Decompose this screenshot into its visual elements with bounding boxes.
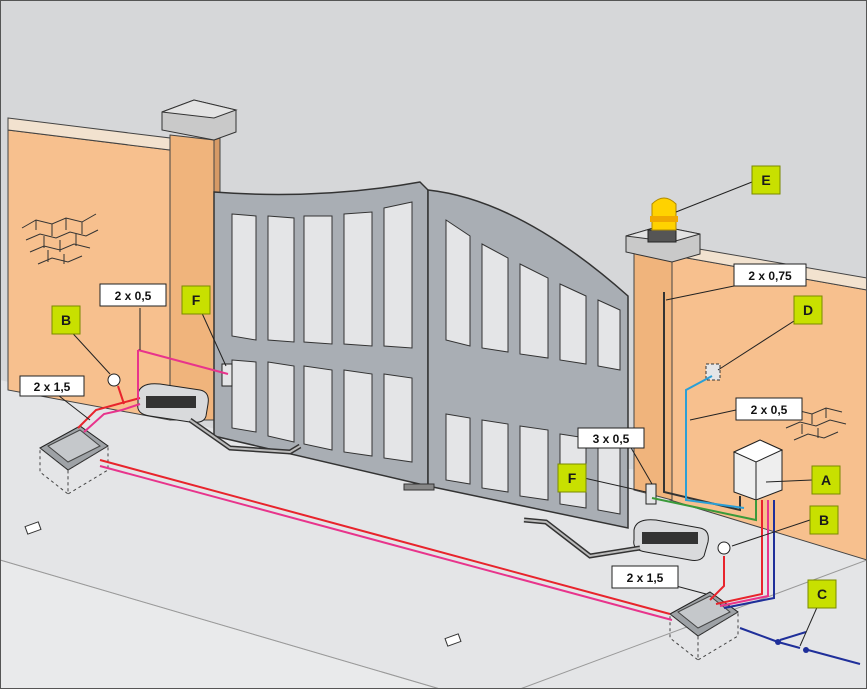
label-f-right: F — [557, 463, 587, 493]
label-b-left: B — [51, 305, 81, 335]
motor-left — [137, 383, 302, 455]
road-edge — [0, 559, 441, 689]
cable-label-right-top: 2 x 0,75 — [733, 263, 807, 287]
left-pillar-front — [169, 134, 215, 421]
brick-pattern-left — [21, 213, 99, 265]
flashing-lamp — [647, 197, 678, 243]
label-a: A — [811, 465, 841, 495]
leader-lines — [53, 181, 823, 647]
cable-label-left-bottom: 2 x 1,5 — [19, 375, 85, 397]
label-e-text: E — [761, 172, 770, 188]
cable-text-right-top: 2 x 0,75 — [748, 269, 792, 283]
left-pillar-cap-top — [161, 99, 238, 119]
cable-label-right-photo: 3 x 0,5 — [577, 427, 645, 449]
label-c-text: C — [817, 586, 827, 602]
cable-text-left-top: 2 x 0,5 — [115, 289, 152, 303]
motor-right — [523, 517, 709, 561]
cable-text-right-bottom: 2 x 1,5 — [627, 571, 664, 585]
junction-right — [717, 541, 731, 555]
label-b-left-text: B — [61, 312, 71, 328]
control-unit — [732, 439, 784, 501]
label-b-right-text: B — [819, 512, 829, 528]
label-f-left: F — [181, 285, 211, 315]
photocell-left — [221, 363, 233, 387]
photocell-right — [645, 483, 657, 505]
label-f-right-text: F — [568, 470, 577, 486]
ground-marker-center — [444, 633, 462, 647]
gate-stop — [403, 483, 435, 491]
label-c: C — [807, 579, 837, 609]
cable-label-right-bottom: 2 x 1,5 — [611, 565, 679, 589]
cable-label-left-top: 2 x 0,5 — [99, 283, 167, 307]
cables — [77, 292, 775, 621]
ground-marker-left — [24, 521, 42, 535]
mains-line — [739, 627, 861, 665]
junction-left — [107, 373, 121, 387]
junction-box-left — [39, 425, 109, 496]
gate-leaf-left — [213, 181, 429, 487]
key-selector — [705, 363, 721, 381]
label-b-right: B — [809, 505, 839, 535]
cable-text-left-bottom: 2 x 1,5 — [34, 380, 71, 394]
cable-label-right-mid: 2 x 0,5 — [735, 397, 803, 421]
label-e: E — [751, 165, 781, 195]
cable-text-right-photo: 3 x 0,5 — [593, 432, 630, 446]
label-a-text: A — [821, 472, 831, 488]
label-f-left-text: F — [192, 292, 201, 308]
label-d-text: D — [803, 302, 813, 318]
label-d: D — [793, 295, 823, 325]
cable-text-right-mid: 2 x 0,5 — [751, 403, 788, 417]
ground — [0, 380, 867, 689]
